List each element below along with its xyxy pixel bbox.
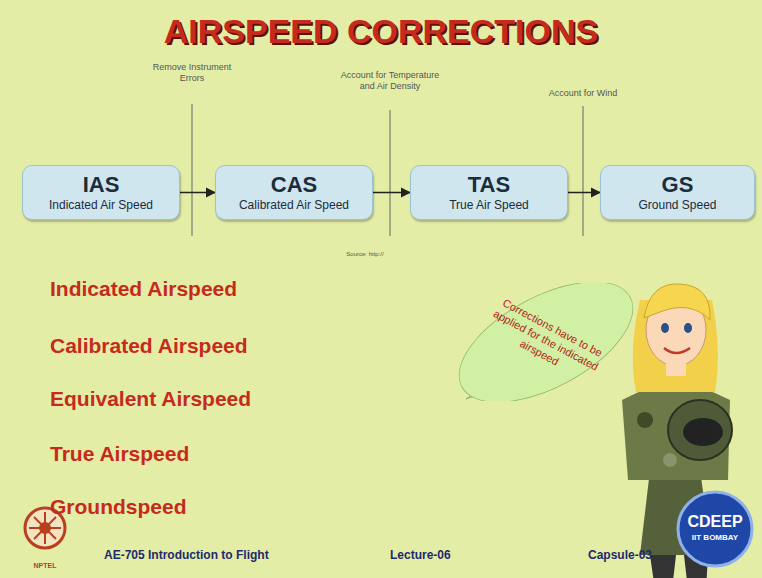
annotation-line — [583, 106, 584, 236]
box-heading: IAS — [27, 172, 175, 198]
box-heading: CAS — [220, 172, 368, 198]
list-item: Equivalent Airspeed — [50, 386, 350, 411]
flow-arrow — [180, 192, 215, 194]
annotation: Account for Temperature and Air Density — [340, 70, 440, 92]
slide-title: AIRSPEED CORRECTIONS — [0, 12, 762, 51]
annotation-line — [390, 110, 391, 236]
box-subtitle: Calibrated Air Speed — [220, 198, 368, 213]
box-subtitle: True Air Speed — [415, 198, 563, 213]
list-item: Groundspeed — [50, 494, 350, 519]
logo-heading: CDEEP — [676, 512, 754, 532]
footer-text: Lecture-06 — [390, 548, 490, 562]
flow-arrow — [373, 192, 410, 194]
annotation: Account for Wind — [548, 88, 618, 99]
process-box: IASIndicated Air Speed — [22, 165, 180, 220]
list-item: True Airspeed — [50, 441, 350, 466]
annotation-line — [192, 104, 193, 236]
box-heading: GS — [605, 172, 750, 198]
list-item: Indicated Airspeed — [50, 276, 350, 301]
box-subtitle: Indicated Air Speed — [27, 198, 175, 213]
list-item: Calibrated Airspeed — [50, 333, 350, 358]
source-note: Source: http:// — [320, 251, 410, 258]
footer-text: AE-705 Introduction to Flight — [104, 548, 324, 562]
process-box: TASTrue Air Speed — [410, 165, 568, 220]
footer-text: Capsule-03 — [588, 548, 688, 562]
box-subtitle: Ground Speed — [605, 198, 750, 213]
box-heading: TAS — [415, 172, 563, 198]
speech-bubble: Corrections have to be applied for the i… — [448, 283, 644, 401]
cdeep-logo: CDEEPIIT BOMBAY — [676, 490, 754, 568]
annotation: Remove Instrument Errors — [152, 62, 232, 84]
flow-arrow — [568, 192, 600, 194]
logo-text: NPTEL — [22, 562, 68, 570]
logo-subtitle: IIT BOMBAY — [676, 532, 754, 543]
process-box: GSGround Speed — [600, 165, 755, 220]
process-box: CASCalibrated Air Speed — [215, 165, 373, 220]
